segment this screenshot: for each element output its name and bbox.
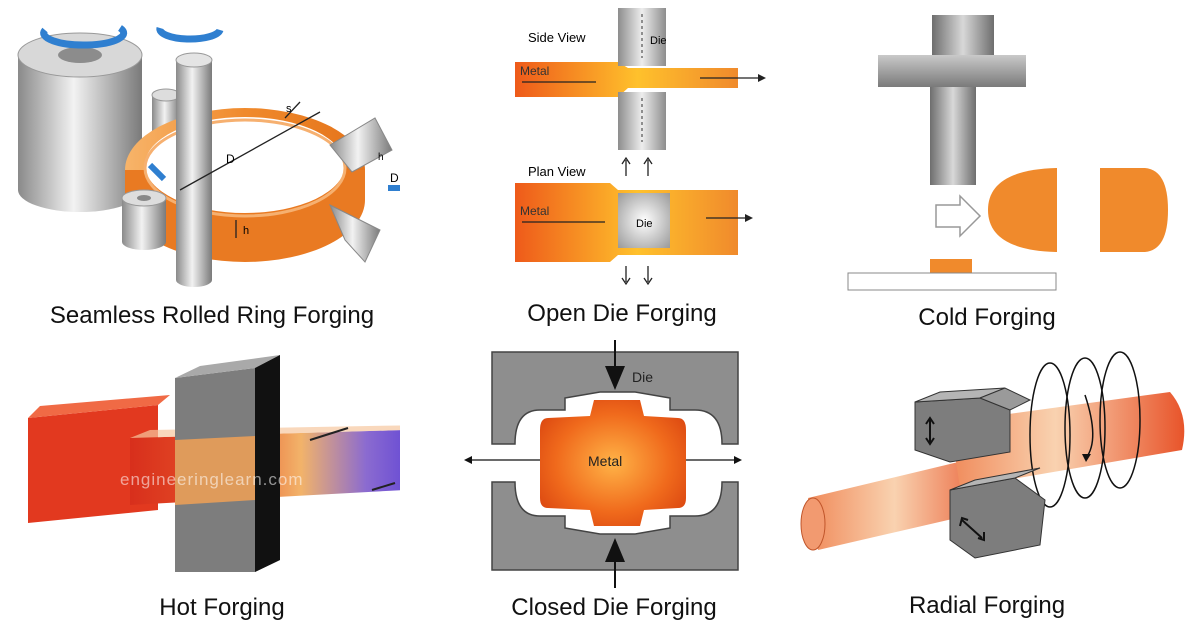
label-h-roll: h xyxy=(378,152,384,163)
label-d-inner: D xyxy=(226,152,235,166)
rotation-arrow-icon xyxy=(1082,454,1091,462)
billet xyxy=(930,259,972,273)
die-label: Die xyxy=(632,369,653,385)
die-plan-view xyxy=(618,193,670,248)
side-view-label: Side View xyxy=(528,30,586,45)
formed-part-right xyxy=(1100,168,1168,252)
panel-cold: Cold Forging xyxy=(800,0,1200,340)
panel-radial: Radial Forging xyxy=(800,340,1200,632)
up-arrow-icon xyxy=(605,538,625,562)
main-roll xyxy=(18,55,142,212)
cold-forging-illustration xyxy=(847,15,1168,291)
up-arrow-icon xyxy=(621,156,631,176)
ring-forging-illustration: s D D h h xyxy=(17,25,400,287)
label-s: s xyxy=(286,103,292,115)
caption-seamless-ring: Seamless Rolled Ring Forging xyxy=(49,302,375,329)
right-arrow-icon xyxy=(734,456,742,464)
metal-label-plan: Metal xyxy=(520,204,549,218)
cone-roll-top xyxy=(329,117,393,173)
caption-closed-die: Closed Die Forging xyxy=(511,594,717,621)
metal-label-side: Metal xyxy=(520,64,549,78)
down-arrow-icon xyxy=(605,366,625,390)
diameter-dimension xyxy=(179,111,321,191)
metal-side-view xyxy=(515,62,738,97)
mandrel-roll xyxy=(176,60,212,287)
caption-radial: Radial Forging xyxy=(908,592,1066,619)
stroke-arrow-icon xyxy=(925,416,935,446)
open-die-illustration: Side View Die Metal Plan View Die Metal xyxy=(515,8,766,286)
up-arrow-icon xyxy=(643,156,653,176)
punch-head xyxy=(878,55,1026,87)
hot-forging-illustration xyxy=(28,355,400,572)
label-h-ring: h xyxy=(243,225,249,237)
right-arrow-icon xyxy=(935,194,982,238)
upper-die xyxy=(491,351,739,445)
label-d-outer: D xyxy=(390,171,399,185)
caption-open-die: Open Die Forging xyxy=(527,300,717,327)
cone-roll-bottom xyxy=(329,203,381,263)
watermark: engineeringlearn.com xyxy=(120,470,304,489)
anvil xyxy=(847,272,1057,291)
panel-closed-die: Metal Die Closed Die Forging xyxy=(400,340,800,632)
punch-stem xyxy=(930,87,976,185)
lower-die xyxy=(491,481,739,571)
formed-part-center xyxy=(1057,168,1101,252)
punch-top xyxy=(932,15,994,55)
stroke-arrow-icon xyxy=(959,516,985,542)
closed-die-illustration: Metal Die xyxy=(464,340,742,588)
shaft-left xyxy=(808,452,1000,550)
metal-workpiece xyxy=(540,400,686,526)
die-label-plan: Die xyxy=(636,218,653,230)
panel-seamless-ring: s D D h h Seamless Rolled Ring Forging xyxy=(0,0,400,340)
down-arrow-icon xyxy=(643,266,653,286)
left-arrow-icon xyxy=(464,456,472,464)
down-arrow-icon xyxy=(621,266,631,286)
radial-forging-illustration xyxy=(800,351,1185,559)
feed-arrow-icon xyxy=(147,162,167,182)
axial-roll-small xyxy=(122,198,166,250)
caption-cold: Cold Forging xyxy=(918,304,1056,331)
caption-hot: Hot Forging xyxy=(159,594,285,621)
die-label-side: Die xyxy=(650,35,667,47)
metal-label: Metal xyxy=(588,453,622,469)
panel-open-die: Side View Die Metal Plan View Die Metal … xyxy=(400,0,800,340)
rotation-arrow-icon xyxy=(156,27,224,43)
hot-billet-left xyxy=(28,405,158,523)
rotation-arrow-icon xyxy=(40,25,128,49)
coil xyxy=(1029,362,1071,508)
panel-hot: engineeringlearn.com Hot Forging xyxy=(0,340,400,632)
plan-view-label: Plan View xyxy=(528,164,586,179)
